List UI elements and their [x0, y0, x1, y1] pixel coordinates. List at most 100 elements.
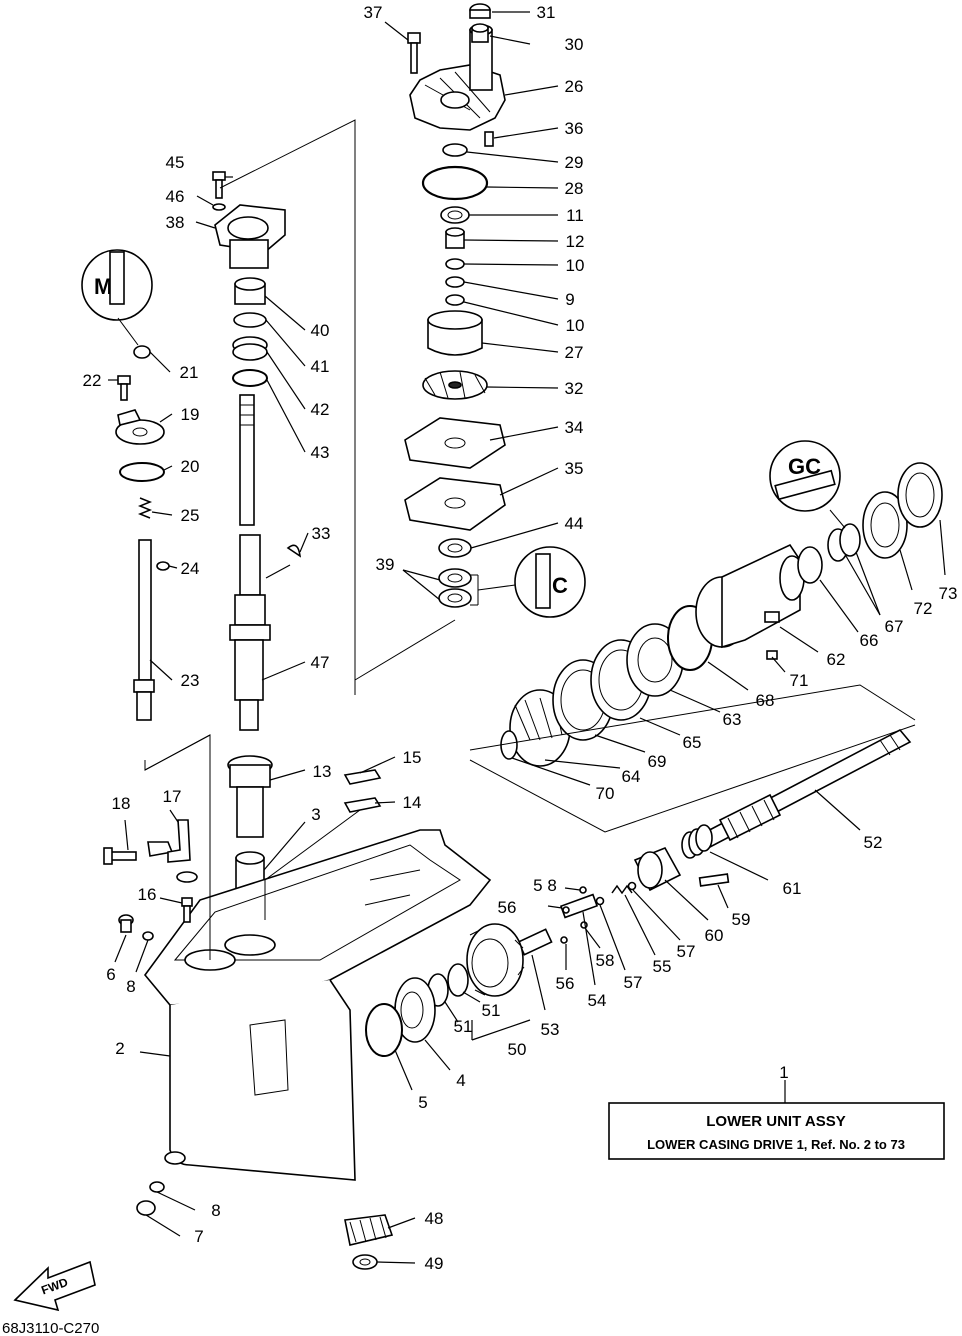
callout-7: 7	[194, 1227, 203, 1246]
circlip-70	[500, 730, 518, 760]
pin-56a	[562, 906, 570, 914]
apply-sealant-symbol-right: GC	[769, 440, 841, 512]
callout-8b: 8	[211, 1201, 220, 1220]
forward-gear-50	[466, 923, 525, 997]
callout-10a: 10	[566, 256, 585, 275]
callout-14: 14	[403, 793, 422, 812]
callout-5: 5	[418, 1093, 427, 1112]
bearing-40	[234, 277, 266, 305]
fwd-arrow	[13, 1260, 96, 1312]
seal-11	[440, 206, 470, 224]
o-ring-20	[119, 462, 165, 482]
callout-61: 61	[783, 879, 802, 898]
callout-51a: 51	[454, 1017, 473, 1036]
key-33	[286, 544, 302, 558]
callout-50: 50	[508, 1040, 527, 1059]
bolt-6	[118, 914, 134, 933]
impeller-32	[422, 370, 488, 400]
shim-15	[343, 769, 382, 785]
callout-58a: 5 8	[533, 876, 557, 895]
callout-18: 18	[112, 794, 131, 813]
washer-9	[445, 276, 465, 288]
o-ring-43	[232, 369, 268, 387]
callout-27: 27	[565, 343, 584, 362]
callout-3: 3	[311, 805, 320, 824]
ball-57a	[595, 896, 605, 906]
callout-55: 55	[653, 957, 672, 976]
callout-6: 6	[106, 965, 115, 984]
callout-53: 53	[541, 1020, 560, 1039]
callout-35: 35	[565, 459, 584, 478]
callout-29: 29	[565, 153, 584, 172]
water-pump-housing	[409, 24, 506, 131]
callout-30: 30	[565, 35, 584, 54]
callout-12: 12	[566, 232, 585, 251]
bolt-22	[117, 375, 131, 401]
screw-18	[103, 847, 137, 865]
washer-10a	[445, 258, 465, 270]
svg-text:M: M	[94, 274, 112, 299]
callout-48: 48	[425, 1209, 444, 1228]
pipe-17	[167, 819, 191, 863]
pin-36	[484, 131, 494, 147]
impeller-housing-27	[427, 310, 483, 356]
callout-2: 2	[115, 1039, 124, 1058]
callout-49: 49	[425, 1254, 444, 1273]
callout-65: 65	[683, 733, 702, 752]
shim-5	[365, 1003, 403, 1057]
drive-shaft-47	[229, 394, 271, 731]
callout-44: 44	[565, 514, 584, 533]
callout-58b: 58	[596, 951, 615, 970]
callout-73: 73	[939, 584, 958, 603]
shift-cam-53	[517, 928, 553, 956]
callout-36: 36	[565, 119, 584, 138]
bolt-37	[407, 32, 421, 74]
callout-22: 22	[83, 371, 102, 390]
washer-10b	[445, 294, 465, 306]
clip-24	[156, 561, 170, 571]
callout-10b: 10	[566, 316, 585, 335]
callout-32: 32	[565, 379, 584, 398]
callout-17: 17	[163, 787, 182, 806]
parts-art: M C GC	[13, 3, 943, 1312]
spring-25	[137, 497, 153, 519]
callout-51b: 51	[482, 1001, 501, 1020]
grommet-31	[469, 3, 491, 19]
washer-46	[212, 203, 226, 211]
callout-66: 66	[860, 631, 879, 650]
callout-8a: 8	[126, 977, 135, 996]
callout-46: 46	[166, 187, 185, 206]
plate-34	[404, 417, 506, 469]
insert-30	[471, 23, 489, 43]
callout-33: 33	[312, 524, 331, 543]
callout-54: 54	[588, 991, 607, 1010]
plug-7	[136, 1200, 156, 1216]
svg-text:C: C	[552, 573, 568, 598]
grommet-21	[133, 345, 151, 359]
callout-1: 1	[779, 1063, 788, 1082]
callout-numbers: 1 2 3 4 5 6 7 8 8 9 10 10 11 12 13 14 15…	[83, 3, 958, 1273]
pin-59	[698, 873, 730, 887]
callout-56a: 56	[498, 898, 517, 917]
callout-11: 11	[566, 206, 584, 225]
collar-12	[445, 227, 465, 249]
oil-seals-39	[438, 568, 472, 608]
bearing-housing-38	[214, 204, 286, 269]
callout-21: 21	[180, 363, 199, 382]
callout-67: 67	[885, 617, 904, 636]
callout-37: 37	[364, 3, 383, 22]
callout-45: 45	[166, 153, 185, 172]
bearing-4	[394, 977, 436, 1043]
callout-56b: 56	[556, 974, 575, 993]
callout-16: 16	[138, 885, 157, 904]
callout-71: 71	[790, 671, 809, 690]
ring-nut-73	[897, 462, 943, 528]
callout-60: 60	[705, 926, 724, 945]
callout-72: 72	[914, 599, 933, 618]
lower-casing-2	[143, 829, 492, 1181]
svg-text:GC: GC	[788, 454, 821, 479]
callout-25: 25	[181, 506, 200, 525]
callout-57b: 57	[677, 942, 696, 961]
callout-52: 52	[864, 833, 883, 852]
